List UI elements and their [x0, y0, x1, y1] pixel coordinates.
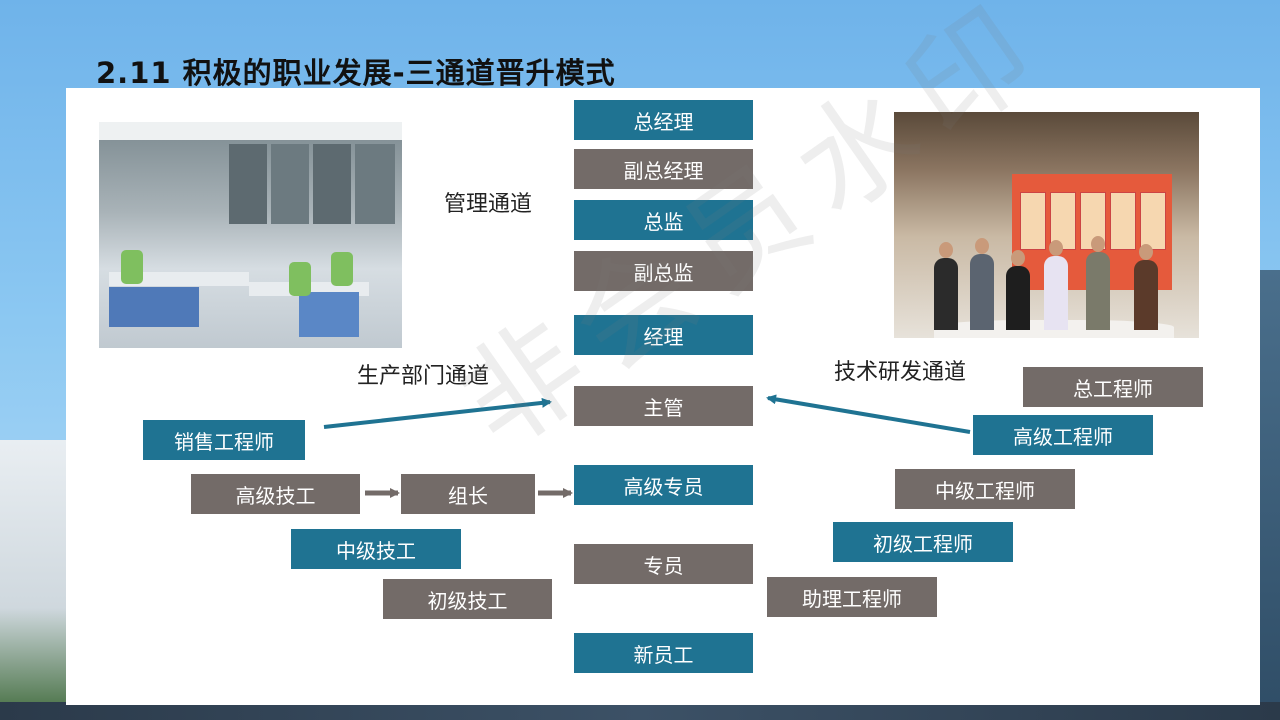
- sales-engineer-box: 销售工程师: [143, 420, 305, 460]
- deputy-director-box: 副总监: [574, 251, 753, 291]
- director-box: 总监: [574, 200, 753, 240]
- supervisor-box: 主管: [574, 386, 753, 426]
- intermediate-technician-box: 中级技工: [291, 529, 461, 569]
- office-photo: [99, 122, 402, 348]
- senior-engineer-box: 高级工程师: [973, 415, 1153, 455]
- deputy-general-manager-box: 副总经理: [574, 149, 753, 189]
- production-channel-label: 生产部门通道: [357, 364, 490, 389]
- manager-box: 经理: [574, 315, 753, 355]
- team-leader-box: 组长: [401, 474, 535, 514]
- specialist-box: 专员: [574, 544, 753, 584]
- senior-technician-box: 高级技工: [191, 474, 360, 514]
- background-building-left: [0, 440, 70, 720]
- intermediate-engineer-box: 中级工程师: [895, 469, 1075, 509]
- slide-title: 2.11 积极的职业发展-三通道晋升模式: [96, 56, 616, 90]
- junior-technician-box: 初级技工: [383, 579, 552, 619]
- award-photo: [894, 112, 1199, 338]
- assistant-engineer-box: 助理工程师: [767, 577, 937, 617]
- chief-engineer-box: 总工程师: [1023, 367, 1203, 407]
- senior-specialist-box: 高级专员: [574, 465, 753, 505]
- new-employee-box: 新员工: [574, 633, 753, 673]
- technical-channel-label: 技术研发通道: [834, 360, 967, 385]
- background-strip: [0, 702, 1280, 720]
- general-manager-box: 总经理: [574, 100, 753, 140]
- management-channel-label: 管理通道: [444, 192, 533, 217]
- junior-engineer-box: 初级工程师: [833, 522, 1013, 562]
- background-building-right: [1258, 270, 1280, 720]
